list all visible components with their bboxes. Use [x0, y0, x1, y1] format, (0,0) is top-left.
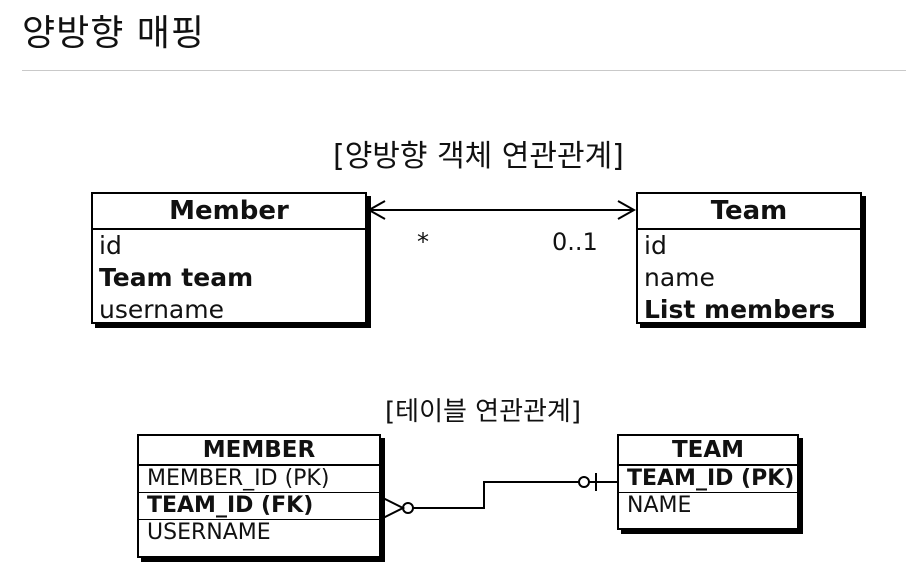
team-table-box: TEAM TEAM_ID (PK) NAME — [617, 434, 799, 530]
object-diagram-title: [양방향 객체 연관관계] — [333, 139, 624, 174]
team-class-box: Team id name List members — [636, 192, 862, 324]
member-column-team-id: TEAM_ID (FK) — [139, 493, 379, 520]
team-field-name: name — [644, 263, 715, 292]
member-field-team: Team team — [99, 263, 254, 292]
member-column-member-id: MEMBER_ID (PK) — [139, 466, 379, 493]
team-table-name: TEAM — [619, 436, 797, 466]
title-divider — [22, 70, 906, 71]
team-field-id: id — [644, 231, 667, 260]
member-field-username: username — [99, 295, 224, 324]
member-multiplicity: * — [417, 228, 429, 256]
member-class-box: Member id Team team username — [91, 192, 367, 324]
team-column-team-id: TEAM_ID (PK) — [619, 466, 797, 493]
member-table-name: MEMBER — [139, 436, 379, 466]
team-field-members: List members — [644, 295, 836, 324]
team-column-name: NAME — [627, 493, 692, 518]
team-class-name: Team — [638, 194, 860, 230]
page-title: 양방향 매핑 — [22, 13, 206, 54]
zero-optional-marker — [578, 476, 590, 488]
team-multiplicity: 0..1 — [552, 228, 598, 256]
member-class-name: Member — [93, 194, 365, 230]
crows-foot-marker — [382, 497, 406, 519]
table-diagram-title: [테이블 연관관계] — [385, 397, 581, 427]
bidirectional-association-arrow — [366, 200, 637, 220]
member-table-box: MEMBER MEMBER_ID (PK) TEAM_ID (FK) USERN… — [137, 434, 381, 558]
foreign-key-relation-line — [382, 473, 617, 519]
member-column-username: USERNAME — [147, 520, 271, 545]
member-field-id: id — [99, 231, 122, 260]
